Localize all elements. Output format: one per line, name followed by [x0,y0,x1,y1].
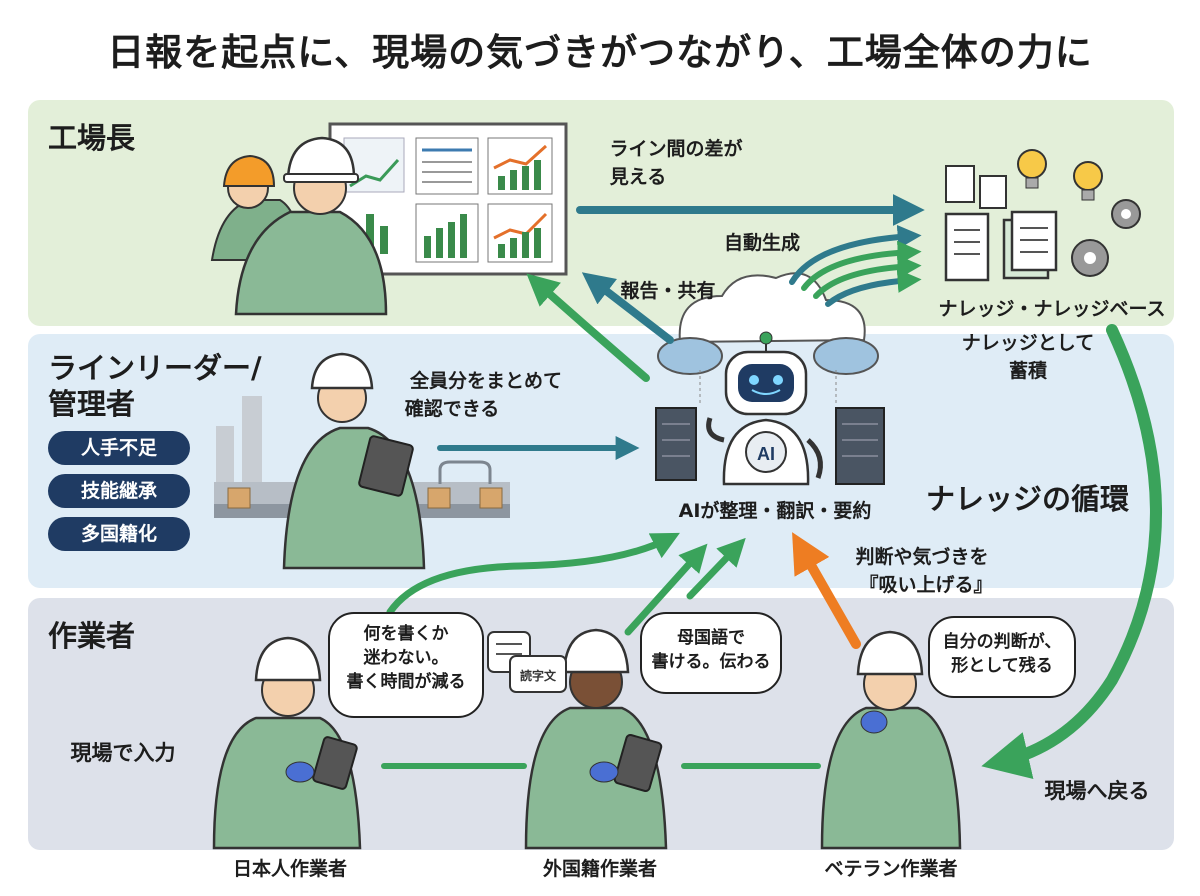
foreign-worker-illustration [524,628,668,850]
label-line-diff-1: ライン間の差が [609,138,743,160]
flow-arrows [381,194,1162,779]
label-ai-process: AIが整理・翻訳・要約 [678,500,872,522]
bubble-japanese-line3: 書く時間が減る [346,672,466,692]
role-factory-manager: 工場長 [48,121,136,155]
badge-multinational: 多国籍化 [48,517,190,551]
caption-japanese-worker: 日本人作業者 [232,858,347,880]
label-absorb-2: 『吸い上げる』 [859,574,993,596]
label-report-share: 報告・共有 [620,280,716,302]
line-leader-illustration [282,352,426,570]
bubble-veteran-worker: 自分の判断が、 形として残る [928,616,1076,698]
label-line-diff-2: 見える [609,166,667,188]
bubble-veteran-line2: 形として残る [951,656,1053,676]
role-line-leader-line1: ラインリーダー/ [48,351,262,385]
bubble-foreign-line2: 書ける。伝わる [651,652,771,672]
label-confirm-all-1: 全員分をまとめて [409,370,562,392]
label-confirm-all-2: 確認できる [404,398,500,420]
label-field-input: 現場で入力 [70,741,176,765]
label-absorb-1: 判断や気づきを [855,546,989,568]
label-accumulate-1: ナレッジとして [961,332,1095,354]
caption-foreign-worker: 外国籍作業者 [542,858,657,880]
translate-icon: 読字文 [487,631,567,693]
label-knowledge-base: ナレッジ・ナレッジベース [938,298,1166,320]
badge-skill-transfer: 技能継承 [48,474,190,508]
caption-veteran-worker: ベテラン作業者 [824,858,958,880]
bubble-japanese-line2: 迷わない。 [363,648,449,668]
badge-labor-shortage: 人手不足 [48,431,190,465]
bubble-veteran-line1: 自分の判断が、 [942,632,1062,652]
bubble-foreign-line1: 母国語で [677,628,745,648]
bubble-foreign-worker: 母国語で 書ける。伝わる [640,612,782,694]
ai-chest-label: AI [757,444,775,464]
japanese-worker-illustration [212,636,362,850]
bubble-japanese-worker: 何を書くか 迷わない。 書く時間が減る [328,612,484,718]
role-line-leader-line2: 管理者 [48,387,136,421]
translate-icon-label: 読字文 [520,668,557,683]
veteran-worker-illustration [820,630,962,850]
label-back-to-field: 現場へ戻る [1044,779,1150,803]
role-workers: 作業者 [48,619,136,653]
page-title: 日報を起点に、現場の気づきがつながり、工場全体の力に [107,31,1093,74]
label-accumulate-2: 蓄積 [1008,360,1047,382]
label-knowledge-cycle: ナレッジの循環 [926,482,1130,516]
factory-manager-illustration [210,136,388,316]
knowledge-base-icons [944,149,1141,282]
label-auto-generate: 自動生成 [723,232,800,254]
bubble-japanese-line1: 何を書くか [363,624,449,644]
ai-hub-illustration: AI [655,272,885,486]
